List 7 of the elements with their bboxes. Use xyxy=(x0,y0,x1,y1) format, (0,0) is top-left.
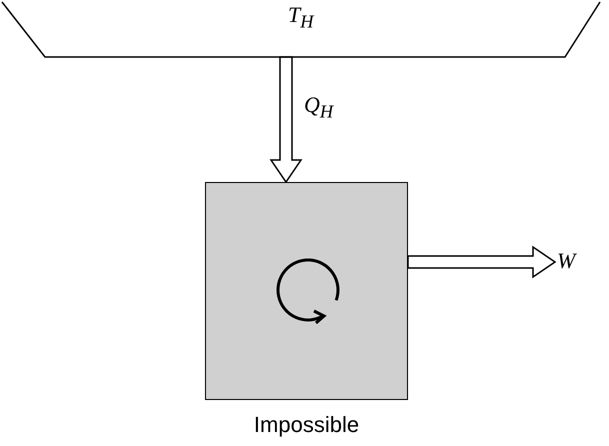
node-label: Impossible xyxy=(252,412,360,438)
hollow-arrow xyxy=(407,246,556,278)
hollow-arrow xyxy=(270,56,302,184)
engine-box xyxy=(205,182,408,400)
work-label: W xyxy=(557,248,576,274)
temperature-label: T$_{H}$ xyxy=(288,2,314,32)
heat-label: Q$_{H}$ xyxy=(304,92,334,122)
